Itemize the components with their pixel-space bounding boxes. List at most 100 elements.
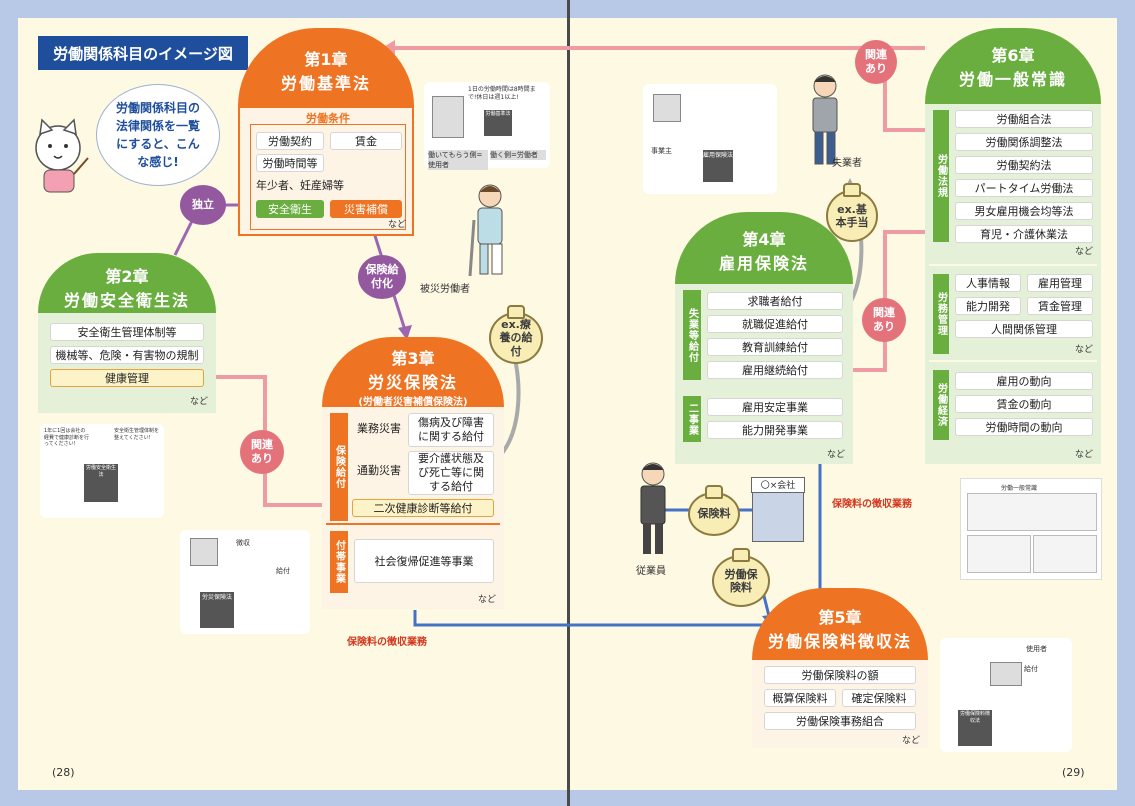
ch1-item: 賃金 — [330, 132, 402, 150]
ch3-shakai: 社会復帰促進等事業 — [354, 539, 494, 583]
kenkou-book: 労働安全衛生法 — [84, 464, 118, 502]
ch5-nado: など — [901, 736, 920, 746]
chapter-3-subtitle: (労働者災害補償保険法) — [358, 397, 468, 408]
chapter-1-card: 第1章 労働基準法 労働条件 労働契約 賃金 労働時間等 年少者、妊産婦等 安全… — [238, 28, 414, 236]
hisai-caption: 被災労働者 — [420, 284, 470, 295]
ch1-nado: など — [387, 220, 406, 230]
page-number-left: (28) — [52, 766, 75, 779]
ch6-label-keizai: 労働経済 — [933, 370, 949, 440]
ch6-houki: 労働組合法 — [955, 110, 1093, 128]
hataraku-caption: 働く側=労働者 — [490, 150, 546, 160]
chapter-3-number: 第3章 — [391, 349, 435, 368]
ch6-houki: 労働関係調整法 — [955, 133, 1093, 151]
ch3-niji: 二次健康診断等給付 — [352, 499, 494, 517]
ch4-item: 教育訓練給付 — [707, 338, 843, 356]
cat-mascot-icon — [30, 118, 90, 200]
chapter-4-card: 第4章 雇用保険法 失業等給付 求職者給付 就職促進給付 教育訓練給付 雇用継続… — [675, 212, 853, 464]
hokenryo-bag: 保険料 — [688, 492, 740, 536]
choshu-label: 徴収 — [236, 539, 250, 547]
ch6-label-romu: 労務管理 — [933, 274, 949, 354]
chapter-4-name: 雇用保険法 — [718, 254, 809, 273]
choshu-illustration: 使用者 給付 労働保険料徴収法 — [940, 638, 1072, 752]
ch1-saigai: 災害補償 — [330, 200, 402, 218]
hoken-kyufu-bubble: 保険給付化 — [358, 255, 406, 299]
ch4-item: 求職者給付 — [707, 292, 843, 310]
chapter-2-card: 第2章 労働安全衛生法 安全衛生管理体制等 機械等、危険・有害物の規制 健康管理… — [38, 253, 216, 413]
jugyoin-caption: 従業員 — [636, 566, 666, 577]
kanren-bubble-left: 関連あり — [240, 430, 284, 474]
kihon-bag: ex.基本手当 — [826, 190, 878, 242]
ch6-romu: 雇用管理 — [1027, 274, 1093, 292]
ch5-item3: 労働保険事務組合 — [764, 712, 916, 730]
ryoyo-bag: ex.療養の給付 — [489, 312, 543, 364]
ch6-houki: パートタイム労働法 — [955, 179, 1093, 197]
ippan-overview-thumbnail: 労働一般常識 — [960, 478, 1102, 580]
chapter-5-card: 第5章 労働保険料徴収法 労働保険料の額 概算保険料 確定保険料 労働保険事務組… — [752, 588, 928, 748]
unemployed-person-icon — [805, 72, 845, 167]
ch6-romu: 能力開発 — [955, 297, 1021, 315]
ch2-item: 安全衛生管理体制等 — [50, 323, 204, 341]
kanren-bubble-top: 関連あり — [855, 40, 897, 84]
chapter-3-name: 労災保険法 — [367, 373, 458, 392]
ch4-nado: など — [826, 450, 845, 460]
shiyousha-label: 使用者 — [1026, 645, 1047, 653]
chapter-1-number: 第1章 — [304, 50, 348, 69]
koyou-book: 雇用保険法 — [703, 150, 733, 182]
ch6-romu: 賃金管理 — [1027, 297, 1093, 315]
chapter-5-name: 労働保険料徴収法 — [767, 632, 912, 651]
ch6-nado-1: など — [1074, 247, 1093, 257]
ch4-label-niji: 二事業 — [683, 396, 701, 442]
choshu-text-right: 保険料の徴収業務 — [832, 499, 912, 510]
ippan-book-label: 労働一般常識 — [1001, 485, 1038, 492]
choshu-text-left: 保険料の徴収業務 — [347, 637, 427, 648]
chapter-6-card: 第6章 労働一般常識 労働法規 労働組合法 労働関係調整法 労働契約法 パートタ… — [925, 28, 1101, 464]
ch6-houki: 育児・介護休業法 — [955, 225, 1093, 243]
ch3-label-hoken: 保険給付 — [330, 413, 348, 521]
page-title: 労働関係科目のイメージ図 — [38, 36, 248, 70]
koyou-illustration: 事業主 雇用保険法 — [643, 84, 777, 194]
ch5-item2b: 確定保険料 — [842, 689, 916, 707]
ch3-shobyo: 傷病及び障害に関する給付 — [408, 413, 494, 447]
hatarakasete-caption: 働いてもらう側=使用者 — [428, 150, 488, 170]
ch2-highlight: 健康管理 — [50, 369, 204, 387]
ch3-nado: など — [477, 595, 496, 605]
cat-speech-bubble: 労働関係科目の法律関係を一覧にすると、こんな感じ! — [96, 84, 220, 186]
rosai-illustration: 徴収 給付 労災保険法 — [180, 530, 310, 634]
cat-speech-text: 労働関係科目の法律関係を一覧にすると、こんな感じ! — [115, 101, 200, 169]
ch6-nado-2: など — [1074, 345, 1093, 355]
ch5-item1: 労働保険料の額 — [764, 666, 916, 684]
employer-worker-illustration: 1日の労働時間は8時間まで!休日は週1以上! 労働基準法 働いてもらう側=使用者… — [424, 82, 550, 170]
ch4-item2: 雇用安定事業 — [707, 398, 843, 416]
ch6-keizai: 雇用の動向 — [955, 372, 1093, 390]
ch6-houki: 男女雇用機会均等法 — [955, 202, 1093, 220]
health-check-illustration: 1年に1回は会社の経費で健康診断を行ってください! 安全衛生管理体制を整えてくだ… — [40, 424, 164, 518]
rosai-book: 労災保険法 — [200, 592, 234, 628]
chapter-4-number: 第4章 — [742, 230, 786, 249]
dokuritsu-bubble: 独立 — [180, 185, 226, 225]
shitsugyo-caption: 失業者 — [832, 158, 862, 169]
kanren-bubble-right: 関連あり — [862, 298, 906, 342]
ch3-gyomu: 業務災害 — [357, 422, 401, 435]
ch3-kaigo: 要介護状態及び死亡等に関する給付 — [408, 451, 494, 495]
kijun-book: 労働基準法 — [484, 110, 512, 136]
ill-text-a: 1年に1回は会社の経費で健康診断を行ってください! — [44, 428, 90, 447]
rodo-hokenryo-bag: 労働保険料 — [712, 555, 770, 607]
ch3-label-fuzai: 付帯事業 — [330, 531, 348, 593]
ch6-keizai: 労働時間の動向 — [955, 418, 1093, 436]
ch6-romu: 人事情報 — [955, 274, 1021, 292]
ch6-nado-3: など — [1074, 450, 1093, 460]
employee-icon — [636, 460, 670, 556]
ch1-item: 年少者、妊産婦等 — [256, 179, 344, 192]
ch6-romu: 人間関係管理 — [955, 320, 1093, 338]
ch2-item: 機械等、危険・有害物の規制 — [50, 346, 204, 364]
ch1-item: 労働契約 — [256, 132, 324, 150]
ch2-nado: など — [189, 397, 208, 407]
chapter-3-card: 第3章 労災保険法 (労働者災害補償保険法) 保険給付 業務災害 通勤災害 傷病… — [322, 337, 504, 609]
chapter-5-number: 第5章 — [818, 608, 862, 627]
ch6-houki: 労働契約法 — [955, 156, 1093, 174]
jigyosho-label: 事業主 — [651, 147, 672, 155]
ch4-label-shitsugyo: 失業等給付 — [683, 290, 701, 380]
ch4-item: 就職促進給付 — [707, 315, 843, 333]
page-number-right: (29) — [1062, 766, 1085, 779]
timebox-text: 1日の労働時間は8時間まで!休日は週1以上! — [468, 86, 536, 101]
